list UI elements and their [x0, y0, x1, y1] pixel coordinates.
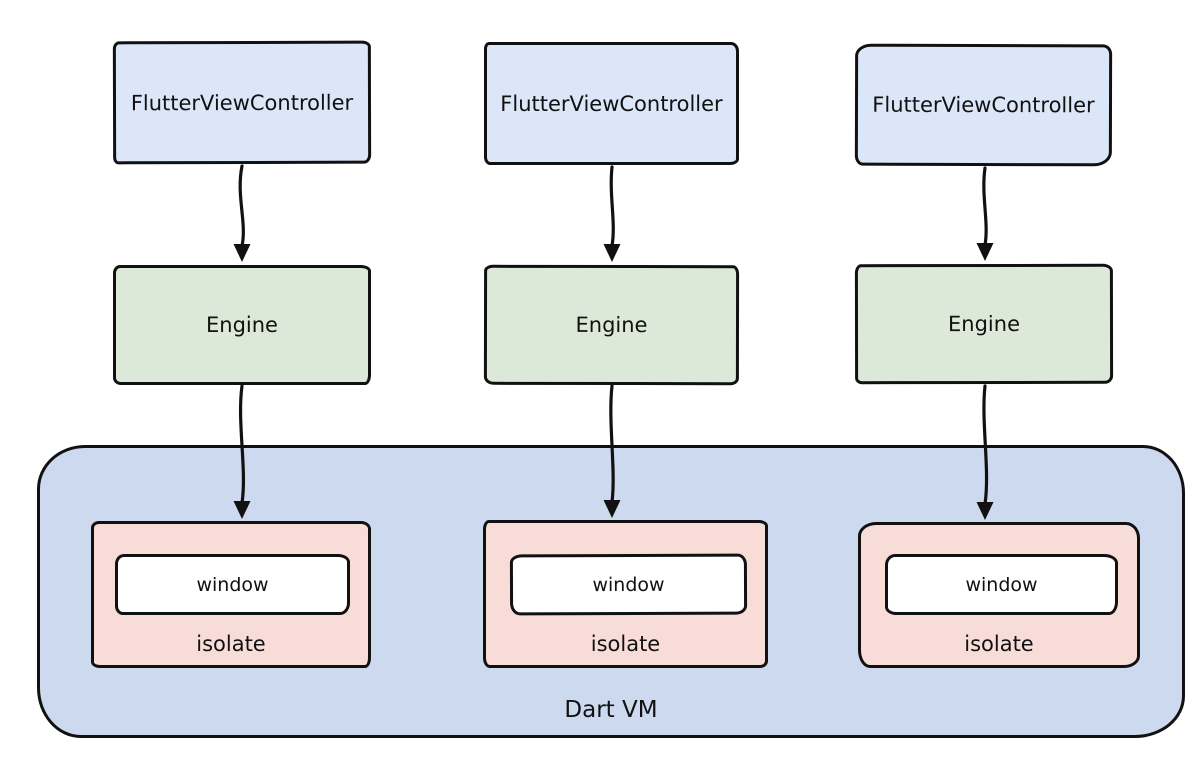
window-label-2: window [592, 573, 665, 596]
engine-box-3: Engine [854, 263, 1114, 385]
dartvm-label: Dart VM [564, 697, 658, 723]
flutterviewcontroller-box-1: FlutterViewController [112, 40, 372, 165]
arrow-controller-to-engine-1 [238, 164, 245, 248]
window-label-3: window [965, 573, 1038, 596]
arrowhead-2 [603, 244, 621, 262]
flutterviewcontroller-box-3: FlutterViewController [854, 43, 1113, 167]
arrowhead-3 [976, 243, 994, 261]
window-label-1: window [196, 573, 269, 596]
engine-label-3: Engine [947, 311, 1021, 337]
arrow-controller-to-engine-3 [982, 166, 988, 247]
engine-box-1: Engine [113, 265, 371, 385]
flutterviewcontroller-label-1: FlutterViewController [130, 90, 354, 115]
arrowhead-1 [233, 244, 251, 262]
flutterviewcontroller-label-2: FlutterViewController [500, 91, 723, 116]
isolate-label-1: isolate [196, 632, 266, 656]
engine-label-1: Engine [206, 313, 278, 337]
arrow-controller-to-engine-2 [609, 165, 615, 248]
flutterviewcontroller-label-3: FlutterViewController [872, 92, 1095, 118]
isolate-label-3: isolate [964, 632, 1034, 656]
window-box-3: window [885, 554, 1118, 615]
engine-box-2: Engine [483, 264, 740, 386]
isolate-label-2: isolate [590, 632, 661, 656]
engine-label-2: Engine [575, 312, 648, 338]
window-box-1: window [115, 554, 350, 615]
flutterviewcontroller-box-2: FlutterViewController [484, 42, 739, 165]
window-box-2: window [509, 553, 748, 616]
